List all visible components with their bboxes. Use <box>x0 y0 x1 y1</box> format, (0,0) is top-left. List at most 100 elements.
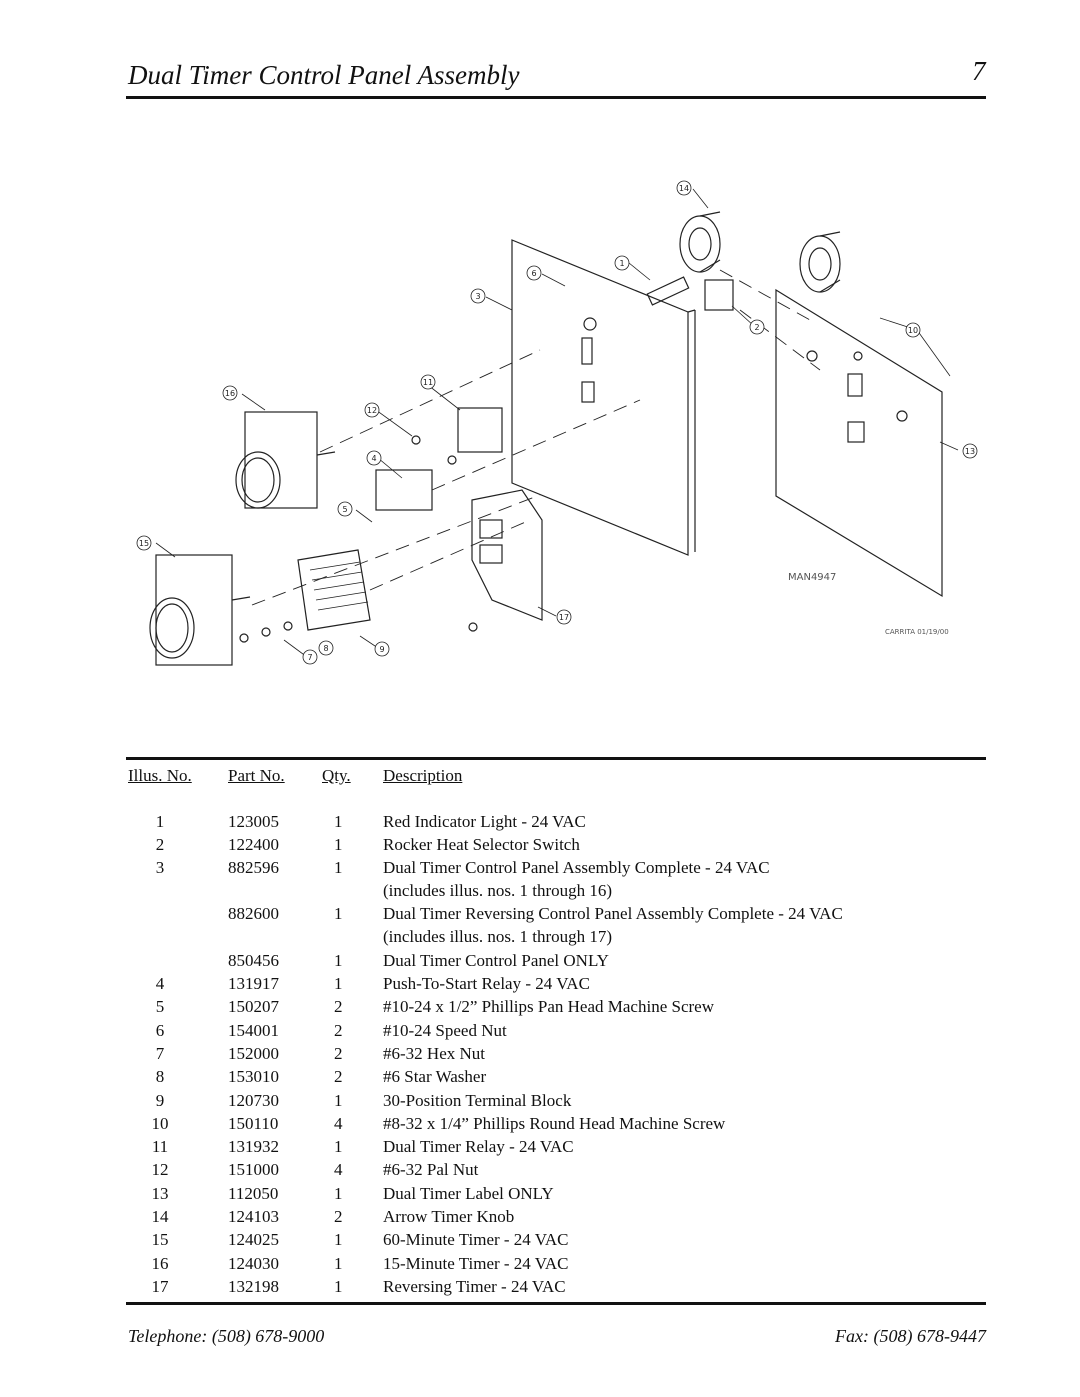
qty: 1 <box>334 835 343 854</box>
illus-no: 13 <box>151 1184 169 1203</box>
callout-12-label: 12 <box>367 406 377 415</box>
col-header-illus: Illus. No. <box>128 766 192 785</box>
control-panel <box>511 239 689 556</box>
illus-no: 6 <box>155 1021 165 1040</box>
qty: 1 <box>334 812 343 831</box>
qty: 1 <box>334 1091 343 1110</box>
qty: 1 <box>334 1277 343 1296</box>
description: Dual Timer Control Panel Assembly Comple… <box>383 858 770 877</box>
qty: 1 <box>334 1137 343 1156</box>
qty: 2 <box>334 997 343 1016</box>
callout-8-label: 8 <box>323 644 328 653</box>
description: #8-32 x 1/4” Phillips Round Head Machine… <box>383 1114 726 1133</box>
footer-telephone: Telephone: (508) 678-9000 <box>128 1326 325 1346</box>
description: (includes illus. nos. 1 through 16) <box>383 881 613 900</box>
part-no: 151000 <box>228 1160 279 1179</box>
illus-no: 8 <box>155 1067 165 1086</box>
arrow-timer-knob-2 <box>799 231 841 293</box>
description: #6 Star Washer <box>383 1067 487 1086</box>
callout-4-label: 4 <box>371 454 376 463</box>
15-minute-timer <box>235 411 336 509</box>
description: #6-32 Hex Nut <box>383 1044 485 1063</box>
callout-13: 13 <box>962 443 978 459</box>
qty: 1 <box>334 858 343 877</box>
illus-no: 3 <box>155 858 165 877</box>
illus-no: 17 <box>151 1277 169 1296</box>
description: Push-To-Start Relay - 24 VAC <box>383 974 590 993</box>
table-row: 13 112050 1 Dual Timer Label ONLY <box>0 1184 1080 1207</box>
callout-14: 14 <box>676 180 692 196</box>
callout-3: 3 <box>470 288 486 304</box>
part-no: 150207 <box>228 997 279 1016</box>
qty: 1 <box>334 1184 343 1203</box>
60-minute-timer <box>149 554 251 666</box>
part-no: 120730 <box>228 1091 279 1110</box>
drawing-number: MAN4947 <box>788 572 836 583</box>
part-no: 131917 <box>228 974 279 993</box>
qty: 1 <box>334 974 343 993</box>
dual-timer-relay <box>457 407 503 453</box>
part-no: 122400 <box>228 835 279 854</box>
part-no: 850456 <box>228 951 279 970</box>
qty: 2 <box>334 1021 343 1040</box>
description: Arrow Timer Knob <box>383 1207 515 1226</box>
footer-fax: Fax: (508) 678-9447 <box>835 1326 986 1346</box>
callout-9-label: 9 <box>379 645 384 654</box>
qty: 1 <box>334 1254 343 1273</box>
part-no: 882600 <box>228 904 279 923</box>
callout-11-label: 11 <box>423 378 433 387</box>
callout-17: 17 <box>556 609 572 625</box>
exploded-parts-diagram: 14 1 6 3 2 10 11 16 12 13 4 5 15 17 9 8 … <box>136 180 978 666</box>
description: #10-24 x 1/2” Phillips Pan Head Machine … <box>383 997 714 1016</box>
arrow-timer-knob-1 <box>679 211 721 273</box>
illus-no: 9 <box>155 1091 165 1110</box>
description: Dual Timer Label ONLY <box>383 1184 554 1203</box>
callout-10: 10 <box>905 322 921 338</box>
illus-no: 1 <box>155 812 165 831</box>
qty: 1 <box>334 904 343 923</box>
part-no: 124025 <box>228 1230 279 1249</box>
callout-15: 15 <box>136 535 152 551</box>
description: 30-Position Terminal Block <box>383 1091 572 1110</box>
table-row: (includes illus. nos. 1 through 17) <box>0 927 1080 950</box>
part-no: 112050 <box>228 1184 279 1203</box>
illus-no: 15 <box>151 1230 169 1249</box>
description: Red Indicator Light - 24 VAC <box>383 812 586 831</box>
part-no: 124030 <box>228 1254 279 1273</box>
description: Dual Timer Reversing Control Panel Assem… <box>383 904 843 923</box>
callout-6-label: 6 <box>531 269 536 278</box>
terminal-block <box>297 549 371 631</box>
callout-13-label: 13 <box>965 447 975 456</box>
table-row: 5 150207 2 #10-24 x 1/2” Phillips Pan Head … <box>0 997 1080 1020</box>
illus-no: 2 <box>155 835 165 854</box>
illus-no: 4 <box>155 974 165 993</box>
illus-no: 10 <box>151 1114 169 1133</box>
callout-7-label: 7 <box>307 653 312 662</box>
table-row: (includes illus. nos. 1 through 16) <box>0 881 1080 904</box>
table-row: 9 120730 1 30-Position Terminal Block <box>0 1091 1080 1114</box>
part-no: 132198 <box>228 1277 279 1296</box>
illus-no: 12 <box>151 1160 169 1179</box>
table-row: 4 131917 1 Push-To-Start Relay - 24 VAC <box>0 974 1080 997</box>
description: 15-Minute Timer - 24 VAC <box>383 1254 569 1273</box>
illus-no: 14 <box>151 1207 169 1226</box>
callout-3-label: 3 <box>475 292 480 301</box>
col-header-description: Description <box>383 766 463 785</box>
callout-16: 16 <box>222 385 238 401</box>
callout-2: 2 <box>749 319 765 335</box>
drawing-signature: CARRITA 01/19/00 <box>885 628 949 636</box>
illus-no: 5 <box>155 997 165 1016</box>
description: Rocker Heat Selector Switch <box>383 835 580 854</box>
description: (includes illus. nos. 1 through 17) <box>383 927 613 946</box>
col-header-qty: Qty. <box>322 766 351 785</box>
callout-17-label: 17 <box>559 613 569 622</box>
header-rule <box>126 96 986 99</box>
table-bottom-rule <box>126 1302 986 1305</box>
table-row: 2 122400 1 Rocker Heat Selector Switch <box>0 835 1080 858</box>
